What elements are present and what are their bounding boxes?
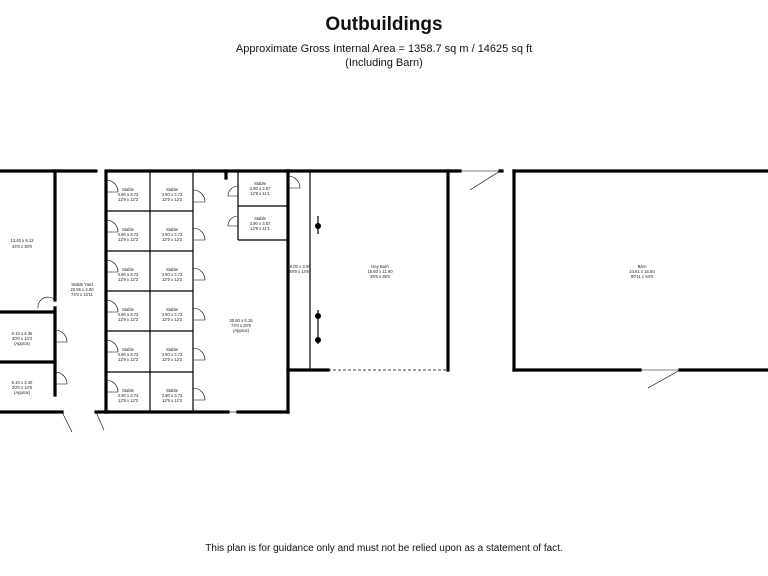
disclaimer: This plan is for guidance only and must …: [205, 543, 563, 554]
barn-name: Barn: [638, 264, 648, 269]
door-swings: [37, 175, 301, 433]
stable-12-name: Stable: [166, 388, 179, 393]
stable-12-dims-m: 3.90 x 3.73: [162, 393, 183, 398]
left-small-2-note: (Approx): [14, 390, 31, 395]
stable-10-name: Stable: [166, 347, 179, 352]
area-summary: Approximate Gross Internal Area = 1358.7…: [0, 42, 768, 70]
left-store-dims: 13.40 x 9.12: [10, 238, 34, 243]
page-title: Outbuildings: [325, 14, 443, 35]
stable-7-dims-ft: 12'9 x 12'3: [118, 317, 139, 322]
stable-4-dims-ft: 12'9 x 12'3: [162, 237, 183, 242]
stable-11-dims-ft: 12'9 x 12'3: [118, 398, 139, 403]
stable-11-dims-m: 3.90 x 3.73: [118, 393, 139, 398]
stable-2-name: Stable: [166, 187, 179, 192]
stable-4-name: Stable: [166, 227, 179, 232]
stable-10-dims-m: 3.90 x 3.73: [162, 352, 183, 357]
stable-6-name: Stable: [166, 267, 179, 272]
stable-8-dims-m: 3.90 x 3.73: [162, 312, 183, 317]
stable-2-dims-ft: 12'9 x 12'3: [162, 197, 183, 202]
hay-barn-name: Hay Barn: [371, 264, 389, 269]
hay-barn-dims-ft: 45'6 x 39'0: [370, 274, 391, 279]
stable-1-name: Stable: [122, 187, 135, 192]
stable-small-2-dims-ft: 12'9 x 11'1: [250, 226, 270, 231]
stable-7-name: Stable: [122, 307, 135, 312]
stable-7-dims-m: 3.90 x 3.73: [118, 312, 139, 317]
stable-yard-name: Stable Yard: [71, 282, 93, 287]
left-small-1-dims-ft: 20'0 x 14'3: [12, 336, 33, 341]
stable-12-dims-ft: 12'9 x 12'3: [162, 398, 183, 403]
stable-small-1-name: Stable: [254, 181, 267, 186]
stable-5-dims-ft: 12'9 x 12'3: [118, 277, 139, 282]
stable-grid: [106, 171, 288, 412]
gross-area-line: Approximate Gross Internal Area = 1358.7…: [235, 43, 533, 55]
barn-walls: [512, 169, 768, 389]
open-area-dims-ft: 74'0 x 20'9: [231, 323, 252, 328]
stable-8-dims-ft: 12'9 x 12'3: [162, 317, 183, 322]
stable-4-dims-m: 3.90 x 3.73: [162, 232, 183, 237]
stable-8-name: Stable: [166, 307, 179, 312]
stable-yard-dims: 22.55 x 4.00: [70, 287, 94, 292]
stable-10-dims-ft: 12'9 x 12'3: [162, 357, 183, 362]
stable-1-dims-m: 3.90 x 3.73: [118, 192, 139, 197]
corridor-dims-ft: 49'9 x 14'6: [289, 269, 310, 274]
left-small-1-note: (Approx): [14, 341, 31, 346]
stable-6-dims-m: 3.90 x 3.73: [162, 272, 183, 277]
stable-yard-dims-ft: 74'0 x 13'11: [71, 292, 94, 297]
stable-11-name: Stable: [122, 388, 135, 393]
stable-small-2-name: Stable: [254, 216, 267, 221]
stable-1-dims-ft: 12'9 x 12'3: [118, 197, 139, 202]
left-small-2-dims-ft: 20'0 x 14'5: [12, 385, 33, 390]
left-small-1-dims: 6.10 x 4.35: [12, 331, 33, 336]
stable-9-name: Stable: [122, 347, 135, 352]
corridor-dims: 16.00 x 3.06: [287, 264, 311, 269]
stable-3-name: Stable: [122, 227, 135, 232]
stable-small-2-dims: 3.90 x 3.57: [250, 221, 271, 226]
stable-9-dims-ft: 12'9 x 12'3: [118, 357, 139, 362]
posts: [315, 216, 321, 344]
stable-2-dims-m: 3.90 x 3.73: [162, 192, 183, 197]
stable-5-dims-m: 3.90 x 3.73: [118, 272, 139, 277]
stable-3-dims-m: 3.90 x 3.73: [118, 232, 139, 237]
hay-barn-dims: 15.60 x 11.90: [367, 269, 393, 274]
stable-small-1-dims-ft: 12'9 x 11'1: [250, 191, 270, 196]
left-small-2-dims: 6.10 x 4.40: [12, 380, 33, 385]
barn-dims: 24.61 x 16.50: [629, 269, 655, 274]
hay-barn-walls: [286, 169, 504, 372]
open-area-dims: 20.60 x 6.15: [229, 318, 253, 323]
room-labels: 13.40 x 9.12 44'0 x 30'0 6.10 x 4.35 20'…: [10, 181, 655, 403]
barn-dims-ft: 80'11 x 54'0: [631, 274, 654, 279]
stable-5-name: Stable: [122, 267, 135, 272]
left-store-dims-ft: 44'0 x 30'0: [12, 244, 33, 249]
stable-9-dims-m: 3.90 x 3.73: [118, 352, 139, 357]
including-note: (Including Barn): [345, 57, 423, 69]
stable-3-dims-ft: 12'9 x 12'3: [118, 237, 139, 242]
stable-small-1-dims: 3.90 x 3.57: [250, 186, 271, 191]
stable-6-dims-ft: 12'9 x 12'3: [162, 277, 183, 282]
open-area-note: (Approx): [233, 328, 250, 333]
